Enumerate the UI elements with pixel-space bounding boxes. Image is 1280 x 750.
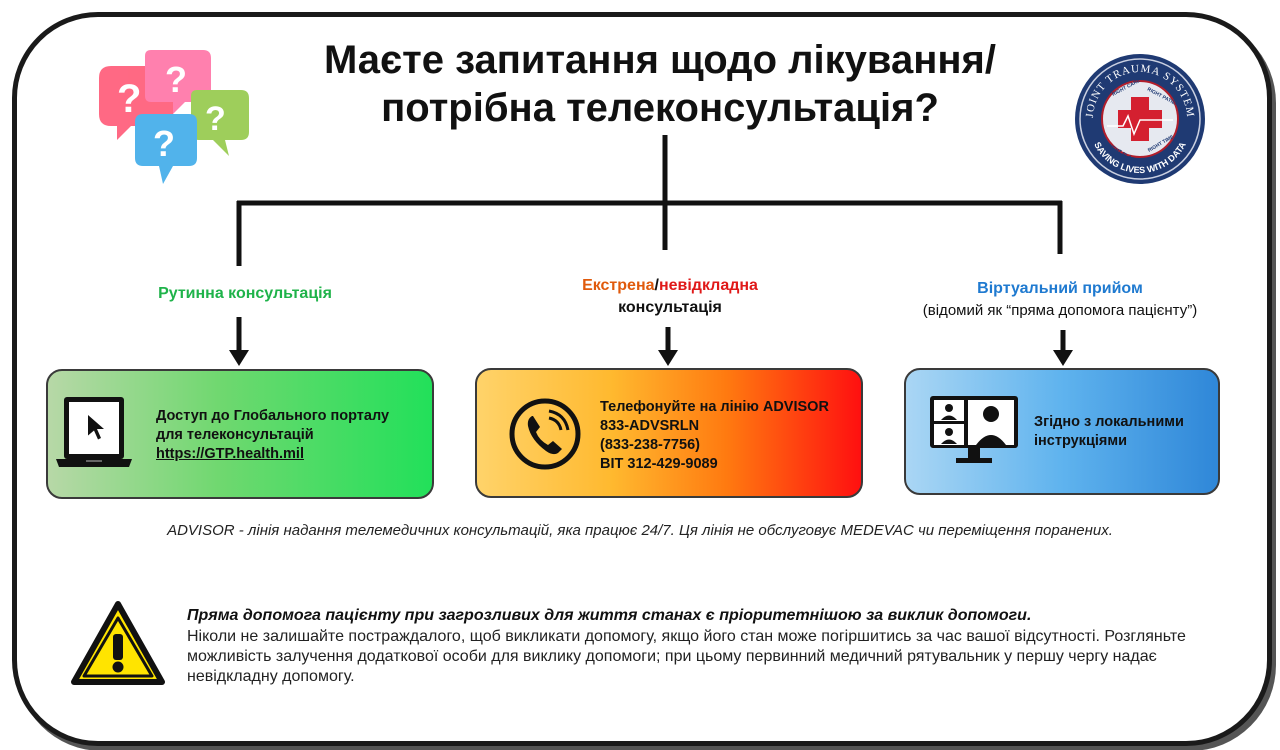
page-title: Маєте запитання щодо лікування/ потрібна… <box>270 36 1050 132</box>
label-virtual: Віртуальний прийом (відомий як “пряма до… <box>870 278 1250 322</box>
emergency-box: Телефонуйте на лінію ADVISOR 833-ADVSRLN… <box>475 368 863 498</box>
svg-text:?: ? <box>165 59 187 100</box>
routine-box-text: Доступ до Глобального порталу для телеко… <box>156 407 389 464</box>
virtual-line-2: інструкціями <box>1034 433 1127 449</box>
label-routine: Рутинна консультація <box>158 285 332 302</box>
warning-body: Ніколи не залишайте постраждалого, щоб в… <box>187 628 1186 685</box>
label-emergency-line2: консультація <box>618 299 722 316</box>
label-emergency: Екстрена/невідкладна консультація <box>520 275 820 319</box>
warning-title: Пряма допомога пацієнту при загрозливих … <box>187 607 1032 624</box>
arrow-left-head <box>229 350 249 366</box>
virtual-box: Згідно з локальними інструкціями <box>904 368 1220 495</box>
warning-icon <box>71 601 165 685</box>
gtp-link[interactable]: https://GTP.health.mil <box>156 446 304 462</box>
label-emergency-sep: / <box>654 277 659 294</box>
label-virtual-sub: (відомий як “пряма допомога пацієнту”) <box>922 302 1198 319</box>
virtual-line-1: Згідно з локальними <box>1034 414 1184 430</box>
virtual-box-text: Згідно з локальними інструкціями <box>1034 413 1184 451</box>
routine-line-1: Доступ до Глобального порталу <box>156 408 390 424</box>
svg-text:?: ? <box>205 100 226 138</box>
arrow-mid-head <box>658 350 678 366</box>
emergency-box-text: Телефонуйте на лінію ADVISOR 833-ADVSRLN… <box>600 398 829 474</box>
laptop-cursor-icon <box>56 397 132 467</box>
svg-text:?: ? <box>117 77 141 121</box>
title-line-2: потрібна телеконсультація? <box>381 86 939 130</box>
advisor-dsn-number: BIT 312-429-9089 <box>600 456 718 472</box>
advisor-number-letters: 833-ADVSRLN <box>600 418 700 434</box>
label-emergency-part1: Екстрена <box>582 277 655 294</box>
title-line-1: Маєте запитання щодо лікування/ <box>324 38 996 82</box>
label-virtual-title: Віртуальний прийом <box>977 280 1143 297</box>
joint-trauma-system-logo: JOINT TRAUMA SYSTEM SAVING LIVES WITH DA… <box>1075 54 1205 184</box>
arrow-right-head <box>1053 350 1073 366</box>
svg-text:?: ? <box>153 123 175 164</box>
phone-icon <box>509 398 581 470</box>
routine-line-2: для телеконсультацій <box>156 427 314 443</box>
advisor-number-digits: (833-238-7756) <box>600 437 700 453</box>
label-emergency-part2: невідкладна <box>658 277 758 294</box>
advisor-call-line: Телефонуйте на лінію ADVISOR <box>600 399 829 415</box>
advisor-note: ADVISOR - лінія надання телемедичних кон… <box>167 522 1113 539</box>
video-call-icon <box>930 396 1018 463</box>
routine-box: Доступ до Глобального порталу для телеко… <box>46 369 434 499</box>
question-bubbles-icon: ? ? ? ? <box>99 50 249 184</box>
